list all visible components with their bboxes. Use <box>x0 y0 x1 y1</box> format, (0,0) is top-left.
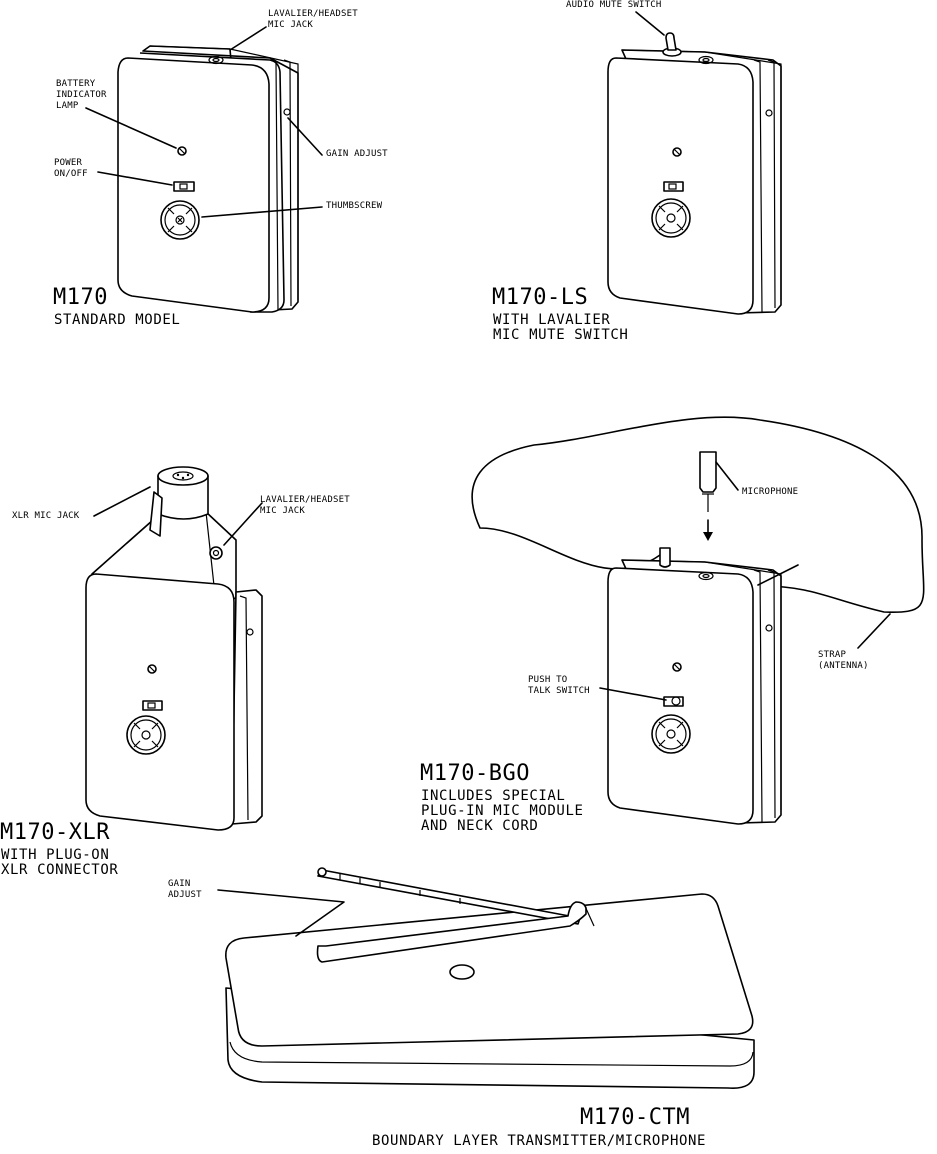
m170-model-name: M170 <box>53 285 108 310</box>
m170-xlr-device <box>85 466 263 831</box>
neck-strap-icon <box>471 416 925 613</box>
m170-label-battery-lamp: BATTERY INDICATOR LAMP <box>56 79 107 111</box>
m170-ctm-model-name: M170-CTM <box>580 1105 690 1130</box>
m170-subtitle: STANDARD MODEL <box>54 312 181 328</box>
m170-bgo-model-name: M170-BGO <box>420 761 530 786</box>
xlr-jack-icon <box>157 466 209 486</box>
m170-label-thumbscrew: THUMBSCREW <box>326 201 383 211</box>
m170-xlr-label-xlr-jack: XLR MIC JACK <box>12 511 80 521</box>
m170-bgo-label-push-to-talk: PUSH TO TALK SWITCH <box>528 675 590 696</box>
m170-ls-label-mute-switch: AUDIO MUTE SWITCH <box>566 0 662 10</box>
m170-bgo-label-strap: STRAP (ANTENNA) <box>818 650 869 671</box>
m170-ls-model-name: M170-LS <box>492 285 589 310</box>
m170-xlr-leaders <box>93 486 263 546</box>
power-switch-icon <box>173 181 195 192</box>
m170-ls-leader <box>635 11 665 36</box>
m170-device <box>117 45 299 313</box>
m170-xlr-model-name: M170-XLR <box>0 820 110 845</box>
m170-xlr-label-lavalier-jack: LAVALIER/HEADSET MIC JACK <box>260 495 350 516</box>
m170-bgo-subtitle: INCLUDES SPECIAL PLUG-IN MIC MODULE AND … <box>421 788 584 834</box>
m170-bgo-leaders <box>599 461 891 701</box>
m170-ctm-device <box>225 867 755 1089</box>
m170-ls-subtitle: WITH LAVALIER MIC MUTE SWITCH <box>493 312 629 343</box>
mute-switch-icon <box>665 32 677 51</box>
m170-bgo-label-microphone: MICROPHONE <box>742 487 799 497</box>
microphone-icon <box>699 451 717 493</box>
m170-label-power: POWER ON/OFF <box>54 158 88 179</box>
m170-ctm-leader <box>217 889 345 937</box>
push-to-talk-icon <box>663 696 684 707</box>
m170-leaders <box>85 26 323 218</box>
m170-label-lavalier-jack: LAVALIER/HEADSET MIC JACK <box>268 9 358 30</box>
m170-ctm-label-gain-adjust: GAIN ADJUST <box>168 879 202 900</box>
antenna-icon <box>317 869 581 925</box>
m170-label-gain-adjust: GAIN ADJUST <box>326 149 388 159</box>
m170-xlr-subtitle: WITH PLUG-ON XLR CONNECTOR <box>1 847 119 878</box>
m170-ls-device <box>607 32 782 315</box>
m170-ctm-subtitle: BOUNDARY LAYER TRANSMITTER/MICROPHONE <box>372 1133 707 1149</box>
m170-bgo-device <box>471 416 925 825</box>
